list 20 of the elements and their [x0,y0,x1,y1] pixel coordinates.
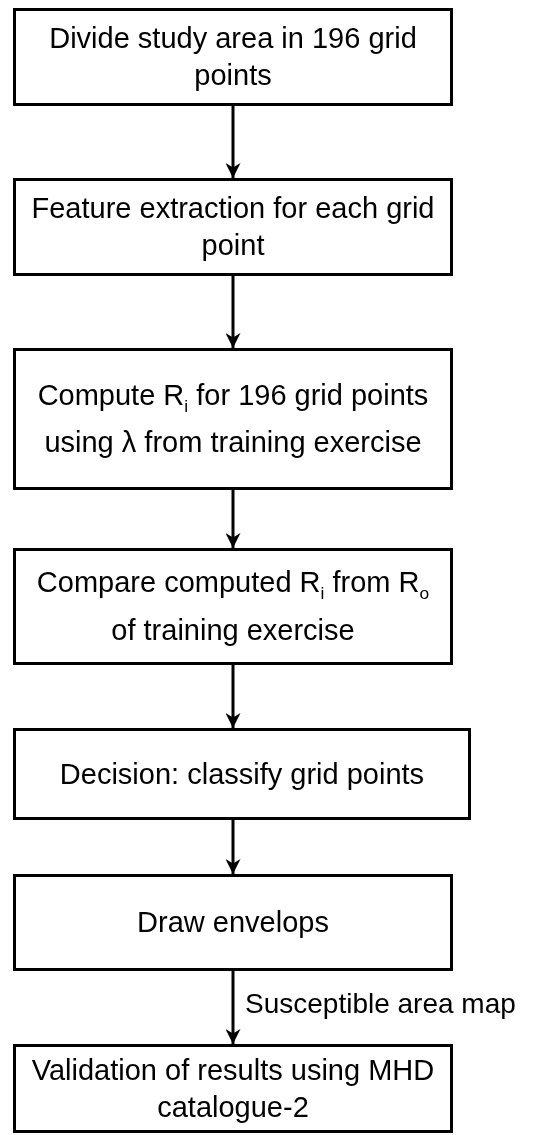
process-box [13,178,453,276]
arrow [225,490,241,548]
step-text: Draw envelops [136,905,330,940]
step-text: Compare computed R$_{i}$ from R$_{o}$ of training exercise [35,565,431,648]
step-text: Compute R$_{i}$ for 196 grid points using λ from training exercise [36,377,430,461]
process-box [13,8,453,106]
step-text: Divide study area in 196 grid points [48,21,418,93]
arrow [225,276,241,348]
process-box [13,1044,453,1133]
arrow [225,971,241,1044]
process-box [13,348,453,490]
arrow [225,106,241,178]
arrow [225,665,241,728]
process-box [13,874,453,971]
arrow [225,820,241,874]
process-box [13,728,471,820]
step-text: Decision: classify grid points [58,756,426,792]
process-box [13,548,453,665]
step-text: Feature extraction for each grid point [30,191,436,263]
step-text: Validation of results using MHD catalogue-2 [30,1052,436,1125]
